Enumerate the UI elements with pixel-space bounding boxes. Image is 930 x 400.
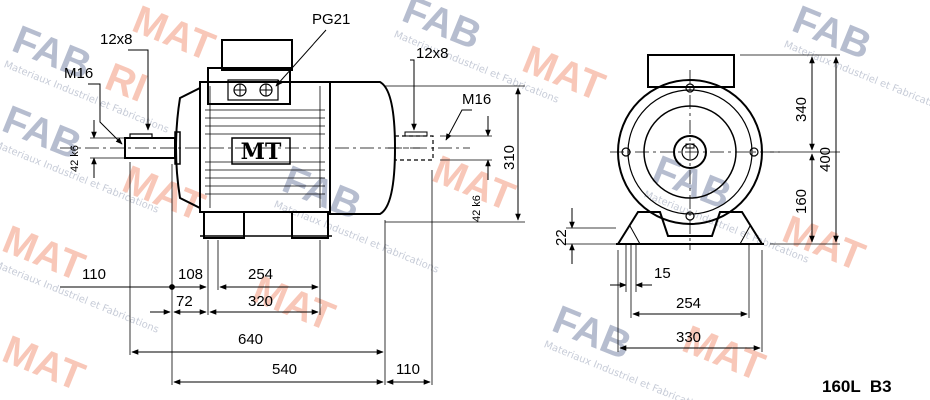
terminal-box-lid: [221, 39, 293, 71]
side-view-labels: PG21 12x8 M16 42 k6: [64, 11, 350, 178]
shaft-detail-labels: 12x8 M16 42 k6 310: [416, 45, 518, 222]
side-foot-front: [203, 211, 245, 239]
label-key-right: 12x8: [416, 45, 449, 62]
side-front-shield: [175, 86, 201, 210]
side-view-dim-texts: 110 108 254 72 320 640 540 110: [82, 266, 420, 378]
front-terminal-box: [647, 54, 735, 88]
watermark-mat: MAT: [517, 38, 611, 110]
dim-160: 160: [793, 189, 810, 214]
dim-108: 108: [178, 266, 203, 283]
dim-340: 340: [793, 97, 810, 122]
dim-400: 400: [817, 147, 834, 172]
watermark-4: MAT: [517, 38, 611, 110]
side-view-dimensions: [60, 162, 433, 385]
label-thread-left: M16: [64, 65, 93, 82]
label-shaft-dia-right: 42 k6: [471, 195, 483, 222]
watermark-2: MAT: [127, 0, 221, 70]
watermark-16: MAT: [0, 328, 91, 400]
label-pg21: PG21: [312, 11, 350, 28]
dim-540: 540: [272, 361, 297, 378]
label-key-left: 12x8: [100, 31, 133, 48]
front-view: [610, 54, 780, 250]
dim-110: 110: [82, 266, 106, 283]
dim-22: 22: [553, 229, 570, 246]
shaft-end-outline: [394, 135, 434, 161]
watermark-mat: MAT: [127, 0, 221, 70]
watermark-8: FAB Materiaux Industriel et Fabrications: [272, 158, 440, 276]
front-view-dim-texts: 340 400 160 22 15 254 330: [553, 97, 834, 346]
dim-15: 15: [654, 265, 671, 282]
dim-320: 320: [248, 293, 273, 310]
front-feet: [616, 211, 764, 245]
side-cooling-fins: [205, 86, 325, 208]
watermark-mat: MAT: [0, 328, 91, 400]
dim-72: 72: [176, 293, 193, 310]
label-shaft-dia-left: 42 k6: [69, 145, 81, 172]
side-nameplate: [231, 137, 291, 165]
terminal-block: [227, 79, 279, 101]
shaft-detail: [385, 59, 525, 223]
terminal-box: [207, 67, 291, 105]
watermark-mat: MAT: [117, 158, 211, 230]
label-thread-right: M16: [462, 91, 491, 108]
dim-310: 310: [501, 145, 518, 170]
side-foot-rear: [291, 211, 329, 239]
watermark-7: MAT: [117, 158, 211, 230]
front-view-dimensions: [566, 54, 840, 352]
dim-254-front: 254: [676, 295, 701, 312]
mt-logo: MT: [241, 139, 282, 165]
dim-254: 254: [248, 266, 273, 283]
side-key: [129, 133, 153, 139]
dim-110-shaft: 110: [396, 361, 420, 378]
dim-330: 330: [676, 329, 701, 346]
dim-640: 640: [238, 331, 263, 348]
model-label: 160L B3: [822, 377, 892, 396]
side-view: MT: [60, 39, 420, 239]
